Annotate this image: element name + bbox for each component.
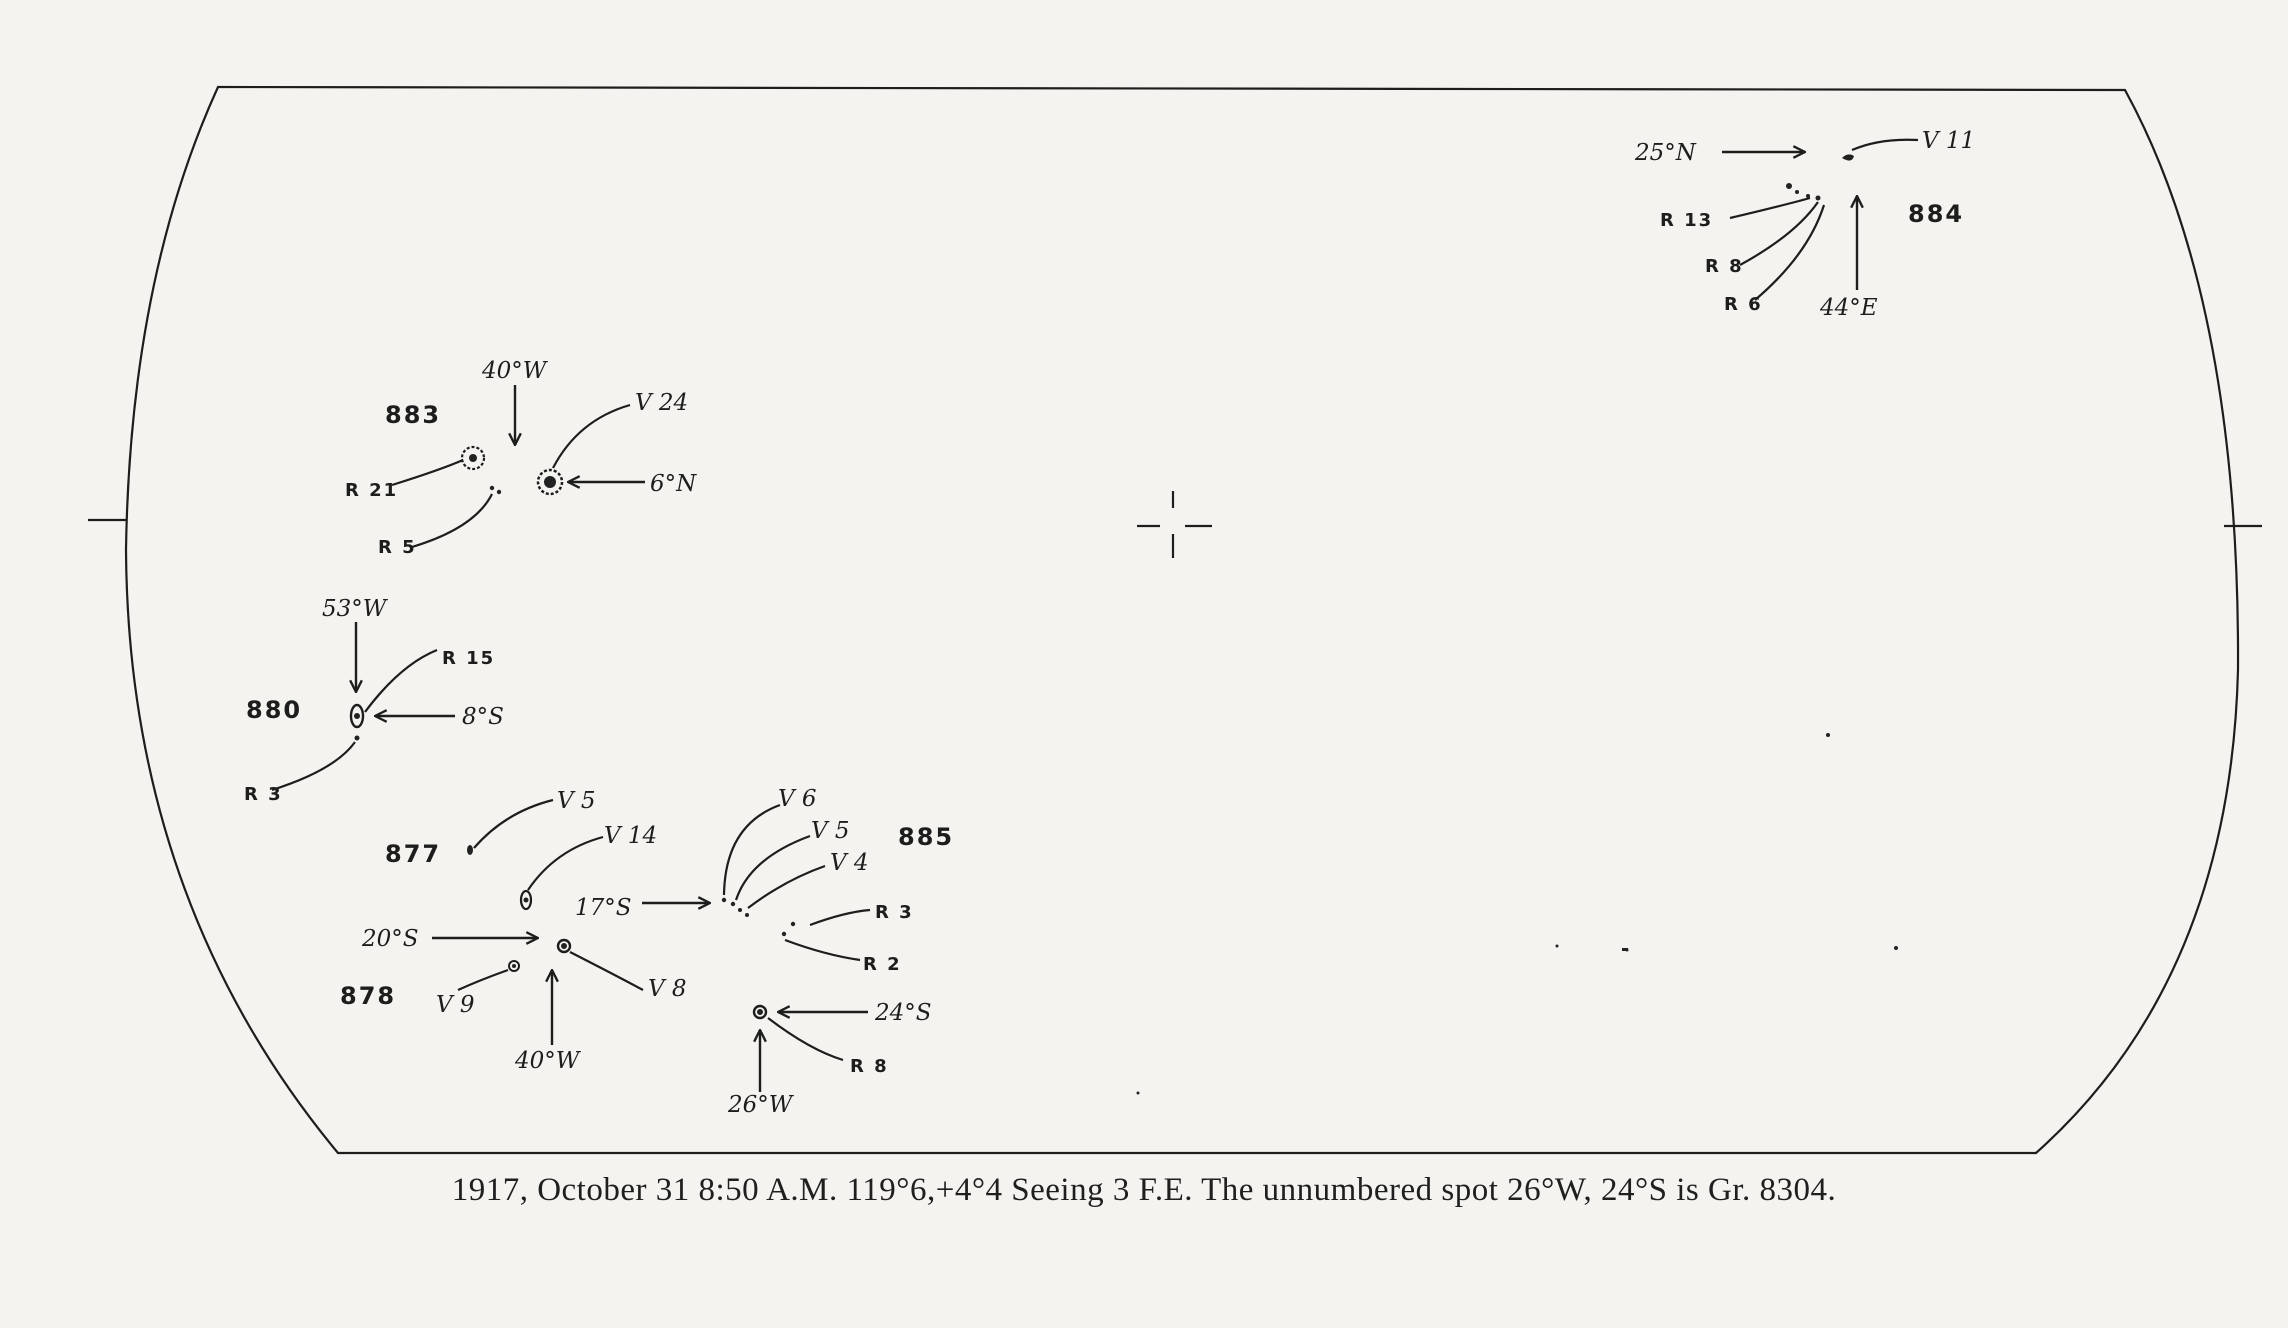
group-884: 25°N V 11 884 R 13 R 8 R 6 44°E xyxy=(1634,128,1975,321)
r-label-880-a: R 15 xyxy=(442,648,495,669)
r-label-unnumbered: R 8 xyxy=(850,1056,889,1077)
r-label-880-b: R 3 xyxy=(244,784,283,805)
v-label-883: V 24 xyxy=(635,390,688,416)
lon-label-878: 40°W xyxy=(514,1048,582,1074)
r-label-884-b: R 8 xyxy=(1705,256,1744,277)
group-885: 17°S V 6 V 5 V 4 885 R 3 R 2 xyxy=(575,786,954,975)
v-label-884: V 11 xyxy=(1922,128,1975,154)
r-label-883-b: R 5 xyxy=(378,537,417,558)
r-label-884-c: R 6 xyxy=(1724,294,1763,315)
v-label-885-c: V 4 xyxy=(830,850,869,876)
r-label-885-b: R 2 xyxy=(863,954,902,975)
r-label-883-a: R 21 xyxy=(345,480,398,501)
group-number-884: 884 xyxy=(1908,200,1964,228)
lat-label-unnumbered: 24°S xyxy=(874,1000,932,1026)
caption: 1917, October 31 8:50 A.M. 119°6,+4°4 Se… xyxy=(451,1172,1837,1208)
unnumbered-spot: 24°S R 8 26°W xyxy=(727,1000,932,1118)
v-label-878-c: V 8 xyxy=(648,976,687,1002)
lat-label-885: 17°S xyxy=(575,895,632,921)
stray-marks xyxy=(1136,733,1898,1095)
group-number-877: 877 xyxy=(385,840,441,868)
group-880: 53°W 880 R 15 8°S R 3 xyxy=(244,596,504,805)
lon-label-880: 53°W xyxy=(322,596,389,622)
disk-outline xyxy=(124,85,2240,1155)
v-label-877: V 5 xyxy=(557,788,596,814)
lon-label-884: 44°E xyxy=(1819,295,1878,321)
group-878: V 14 20°S V 8 V 9 878 40°W xyxy=(340,823,687,1074)
group-number-885: 885 xyxy=(898,823,954,851)
v-label-878-a: V 14 xyxy=(604,823,657,849)
group-number-878: 878 xyxy=(340,982,396,1010)
r-label-885-a: R 3 xyxy=(875,902,914,923)
group-877: 877 V 5 xyxy=(385,788,596,868)
v-label-885-b: V 5 xyxy=(811,818,850,844)
lat-label-878: 20°S xyxy=(361,926,419,952)
group-883: 40°W 883 R 21 R 5 V 24 6°N xyxy=(345,358,697,558)
center-cross xyxy=(1137,491,1212,558)
lat-label-883: 6°N xyxy=(650,471,697,497)
group-number-883: 883 xyxy=(385,401,441,429)
r-label-884-a: R 13 xyxy=(1660,210,1713,231)
v-label-878-b: V 9 xyxy=(436,992,475,1018)
lat-label-880: 8°S xyxy=(462,704,504,730)
lon-label-unnumbered: 26°W xyxy=(727,1092,795,1118)
lon-label-883: 40°W xyxy=(481,358,549,384)
lat-label-884: 25°N xyxy=(1634,140,1697,166)
v-label-885-a: V 6 xyxy=(778,786,817,812)
group-number-880: 880 xyxy=(246,696,302,724)
